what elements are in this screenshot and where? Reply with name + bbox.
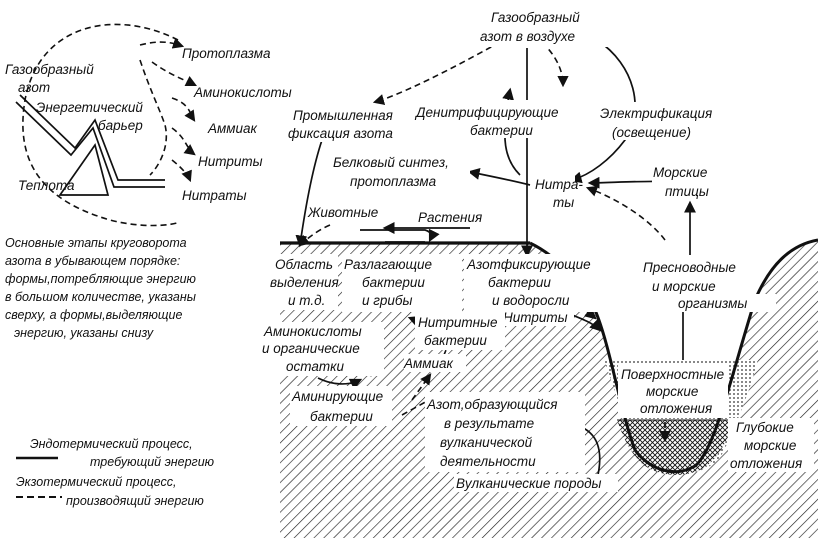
nitrite-bacteria-line2: бактерии [424,333,487,348]
caption-line-1: Основные этапы круговорота [5,236,187,250]
protein-synthesis-line1: Белковый синтез, [333,155,449,170]
cycle-arrows [295,39,696,476]
excretion-line2: выделения [270,275,339,290]
industrial-fixation-line2: фиксация азота [288,126,393,141]
inset-stage-nitrites: Нитриты [198,154,263,169]
volcanic-nitrogen-line4: деятельности [440,454,536,469]
nitrates-line1: Нитра- [535,177,583,192]
deep-sediments-line1: Глубокие [736,420,794,435]
volcanic-nitrogen-line3: вулканической [440,435,533,450]
decomposers-line2: бактерии [362,275,425,290]
inset-stage-ammonia: Аммиак [207,121,258,136]
inset-gas-nitrogen-line1: Газообразный [5,62,94,77]
inset-stage-amino-acids: Аминокислоты [193,85,292,100]
inset-gas-nitrogen-line2: азот [18,80,50,95]
inset-stage-protoplasm: Протоплазма [182,46,271,61]
caption-line-6: энергию, указаны снизу [14,326,154,340]
legend-exothermic-line1: Экзотермический процесс, [16,475,176,489]
protein-synthesis-line2: протоплазма [350,174,437,189]
excretion-line3: и т.д. [288,293,325,308]
electrification-line1: Электрификация [600,106,712,121]
nitrite-bacteria-line1: Нитритные [418,315,497,330]
caption-line-2: азота в убывающем порядке: [5,254,180,268]
fixers-line2: бактерии [488,275,551,290]
industrial-fixation-line1: Промышленная [293,108,393,123]
volcanic-rocks-label: Вулканические породы [456,476,602,491]
aminating-line2: бактерии [310,409,373,424]
sea-birds-line1: Морские [653,165,707,180]
amino-acids-line3: остатки [286,359,344,374]
inset-energy-barrier-line1: Энергетический [36,100,143,115]
animals-label: Животные [307,205,378,220]
ammonia-label: Аммиак [403,356,454,371]
soil-area [280,240,818,538]
surface-sediments-line2: морские [646,384,698,399]
deep-sediments-line2: морские [744,438,796,453]
air-nitrogen-line1: Газообразный [491,10,580,25]
electrification-line2: (освещение) [612,125,691,140]
freshwater-line2: и морские [652,279,716,294]
caption-line-5: сверху, а формы,выделяющие [5,308,182,322]
amino-acids-line2: и органические [262,341,360,356]
decomposers-line1: Разлагающие [344,257,432,272]
nitrites-label: Нитриты [503,310,568,325]
surface-sediments-line3: отложения [640,401,712,416]
nitrates-line2: ты [553,195,574,210]
volcanic-nitrogen-line2: в результате [444,416,534,431]
denitrifying-line1: Денитрифицирующие [414,105,559,120]
organisms-label: организмы [678,296,747,311]
volcanic-nitrogen-line1: Азот,образующийся [426,397,558,412]
decomposers-line3: и грибы [362,293,413,308]
amino-acids-line1: Аминокислоты [263,324,362,339]
freshwater-line1: Пресноводные [643,260,736,275]
caption-line-4: в большом количестве, указаны [5,290,196,304]
surface-sediments-line1: Поверхностные [621,367,724,382]
fixers-line1: Азотфиксирующие [466,257,591,272]
inset-energy-diagram [15,23,198,227]
sea-birds-line2: птицы [665,184,709,199]
air-nitrogen-line2: азот в воздухе [480,29,575,44]
aminating-line1: Аминирующие [291,389,383,404]
legend-exothermic-line2: производящий энергию [66,494,204,508]
denitrifying-line2: бактерии [470,123,533,138]
caption-line-3: формы,потребляющие энергию [5,272,197,286]
legend-endothermic-line2: требующий энергию [90,455,215,469]
excretion-line1: Область [275,257,333,272]
inset-energy-barrier-line2: барьер [98,118,143,133]
deep-sediments-line3: отложения [730,456,802,471]
fixers-line3: и водоросли [492,293,570,308]
inset-stage-nitrates: Нитраты [182,188,247,203]
legend-endothermic-line1: Эндотермический процесс, [30,437,193,451]
plants-label: Растения [418,210,482,225]
inset-heat-label: Теплота [18,178,75,193]
